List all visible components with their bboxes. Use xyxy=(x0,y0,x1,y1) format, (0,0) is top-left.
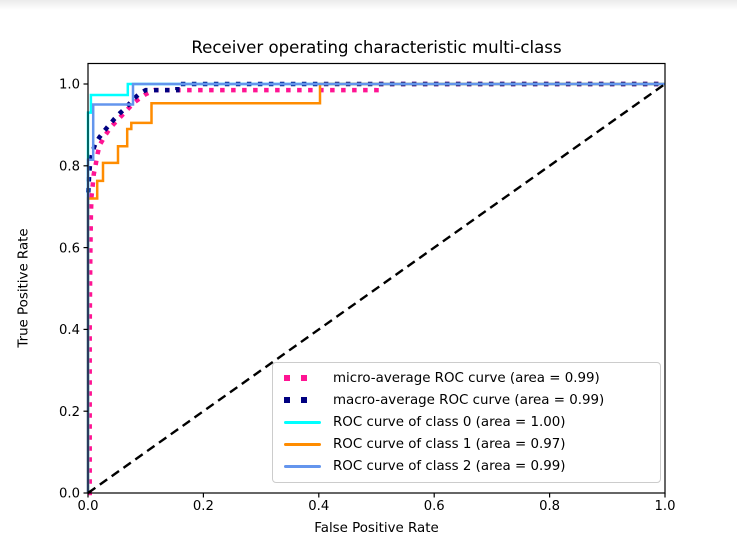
y-tick-label: 1.0 xyxy=(59,78,80,93)
series-line-0 xyxy=(87,81,665,496)
legend-item-class-0: ROC curve of class 0 (area = 1.00) xyxy=(284,411,660,433)
series-line-3 xyxy=(86,82,665,493)
y-tick-label: 0.6 xyxy=(59,241,80,256)
legend-item-micro-average: micro-average ROC curve (area = 0.99) xyxy=(284,367,660,389)
series-line-1 xyxy=(85,81,665,199)
axes-frame xyxy=(87,62,666,494)
x-tick-label: 0.4 xyxy=(308,499,329,514)
legend-item-label: ROC curve of class 2 (area = 0.99) xyxy=(333,459,566,475)
legend-swatch-dotted xyxy=(284,375,324,382)
y-tick-label: 0.0 xyxy=(59,487,80,502)
x-tick-label: 1.0 xyxy=(655,499,676,514)
x-tick-label: 0.0 xyxy=(78,499,99,514)
ticks-group: 0.0 0.2 0.4 0.6 0.8 1.0 0.0 0.2 0.4 0.6 0.8 1.0 xyxy=(59,78,675,514)
legend-item-class-1: ROC curve of class 1 (area = 0.97) xyxy=(284,434,660,456)
legend-swatch-dotted xyxy=(284,397,324,404)
y-tick-label: 0.2 xyxy=(59,405,80,420)
legend-item-class-2: ROC curve of class 2 (area = 0.99) xyxy=(284,456,660,478)
legend-swatch-solid xyxy=(284,420,324,424)
legend-item-macro-average: macro-average ROC curve (area = 0.99) xyxy=(284,389,660,411)
page-top-shadow xyxy=(0,0,737,10)
legend-item-label: ROC curve of class 1 (area = 0.97) xyxy=(333,437,566,453)
x-axis-label: False Positive Rate xyxy=(314,521,439,536)
chart-title: Receiver operating characteristic multi-… xyxy=(191,38,562,57)
legend-swatch-solid xyxy=(284,443,324,447)
legend-swatch-solid xyxy=(284,465,324,469)
y-tick-label: 0.8 xyxy=(59,160,80,175)
legend-item-label: macro-average ROC curve (area = 0.99) xyxy=(333,392,605,408)
x-tick-label: 0.2 xyxy=(193,499,214,514)
y-tick-label: 0.4 xyxy=(59,323,80,338)
x-tick-label: 0.8 xyxy=(539,499,560,514)
legend-item-label: micro-average ROC curve (area = 0.99) xyxy=(333,370,600,386)
y-axis-label: True Positive Rate xyxy=(16,228,32,348)
legend: micro-average ROC curve (area = 0.99) ma… xyxy=(272,362,661,483)
series-line-5 xyxy=(87,83,666,494)
x-tick-label: 0.6 xyxy=(424,499,445,514)
legend-item-label: ROC curve of class 0 (area = 1.00) xyxy=(333,414,566,430)
